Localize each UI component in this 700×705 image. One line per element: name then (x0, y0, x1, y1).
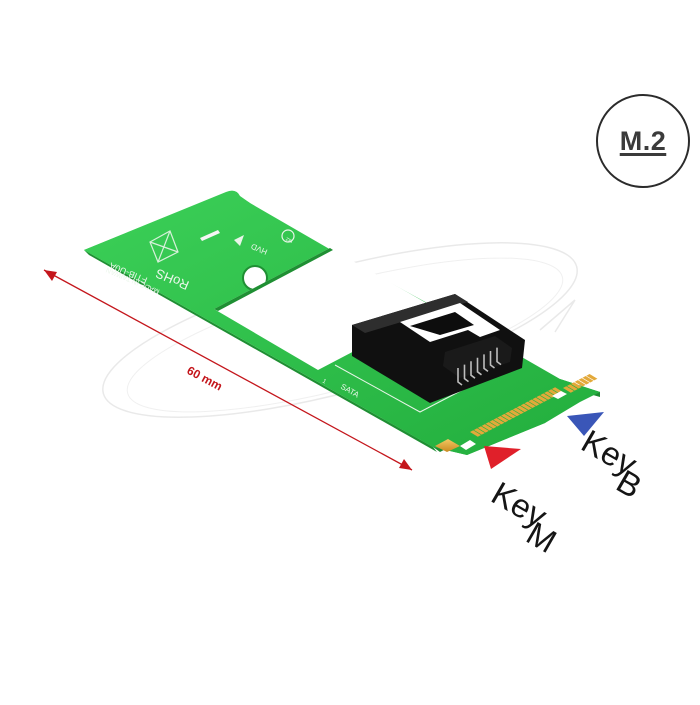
connector-pin (470, 361, 476, 379)
contact-finger (520, 403, 532, 411)
contact-finger (540, 393, 552, 400)
contact-finger (489, 420, 501, 427)
contact-finger (574, 380, 586, 387)
contact-finger (501, 413, 513, 421)
connector-pin (457, 368, 463, 386)
connector-pin (496, 347, 502, 366)
contact-finger (477, 426, 489, 433)
contact-finger (516, 405, 528, 413)
m2-badge-label: M.2 (619, 125, 667, 156)
pcb-board (84, 190, 600, 455)
contact-finger (528, 399, 540, 406)
contact-finger (509, 409, 520, 417)
dimension-label: 60 mm (185, 363, 225, 393)
sata-connector (352, 294, 525, 403)
contact-finger (578, 378, 590, 385)
contact-finger (497, 415, 509, 423)
contact-finger (582, 376, 594, 383)
contact-finger (512, 407, 524, 415)
contact-finger (570, 382, 582, 389)
key-b-marker-icon (567, 412, 604, 436)
connector-pin (463, 364, 469, 383)
silk-pin: 1 (321, 379, 327, 386)
contact-finger (566, 384, 578, 391)
contact-finger (563, 386, 574, 393)
contact-finger (532, 397, 544, 404)
connector-pin (489, 351, 495, 369)
silk-m2: M2 (285, 235, 294, 243)
key-m-marker-icon (484, 446, 521, 469)
contact-finger (485, 422, 497, 429)
contact-finger (493, 418, 505, 425)
connector-pin (483, 354, 489, 373)
m2-badge: M.2 (596, 94, 690, 188)
contact-finger (473, 428, 485, 435)
contact-finger (505, 411, 517, 419)
contact-finger (470, 430, 481, 437)
contact-finger (586, 374, 598, 381)
contact-finger (481, 424, 493, 431)
contact-finger (536, 395, 548, 402)
connector-pin (476, 357, 482, 376)
contact-finger (524, 401, 536, 408)
dimension-line (43, 269, 413, 471)
